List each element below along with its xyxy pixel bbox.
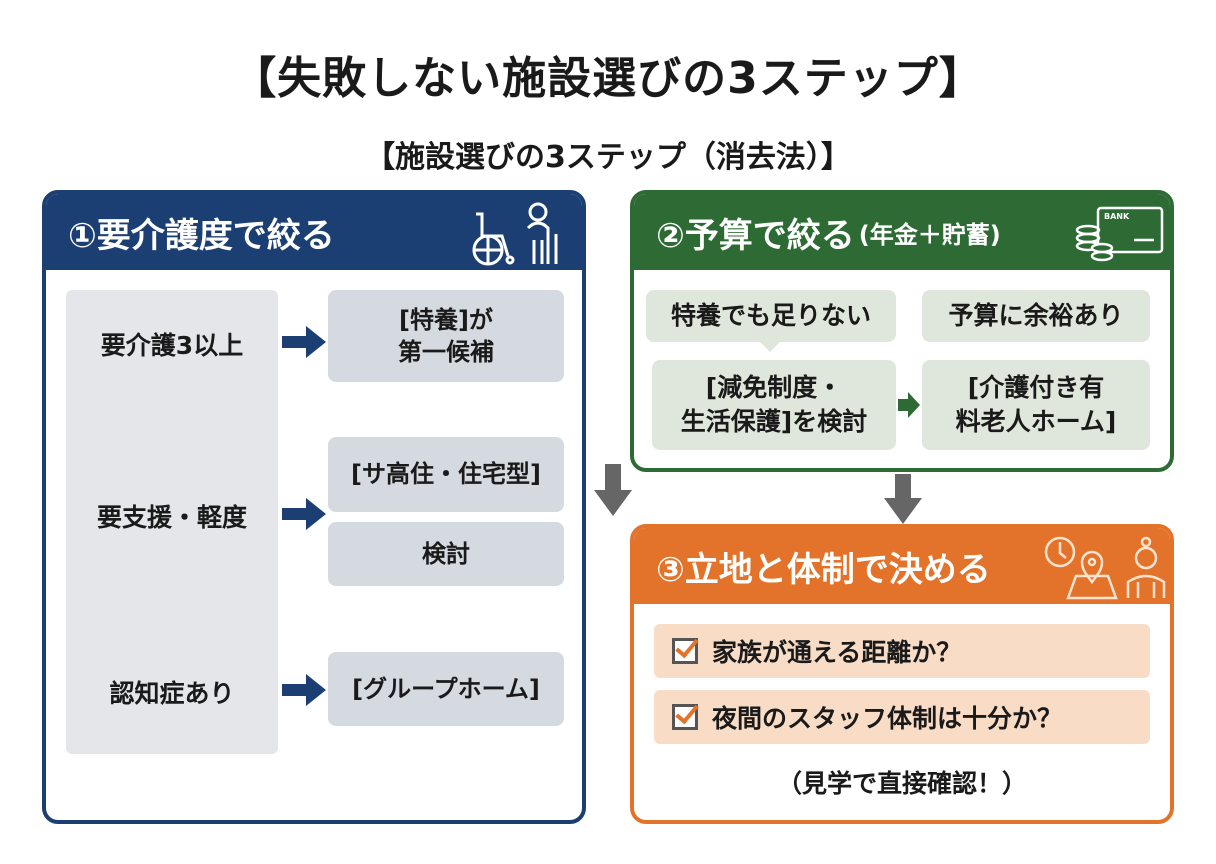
condition-dementia: 認知症あり: [109, 679, 235, 708]
option-reduction-welfare: [減免制度・ 生活保護]を検討: [652, 360, 896, 450]
page-title: 【失敗しない施設選びの3ステップ】: [232, 53, 984, 104]
checkbox-checked-icon: [672, 704, 698, 730]
has-margin-box: 予算に余裕あり: [922, 290, 1150, 342]
result-group-home: [グループホーム]: [328, 652, 564, 726]
checkbox-checked-icon: [672, 638, 698, 664]
step3-panel: ③立地と体制で決める 家族が通える距離か？ 夜間のスタッフ体制は十分か？ （見学…: [630, 524, 1174, 824]
conditions-column: [66, 290, 278, 754]
result-tokuyo: [特養]が 第一候補: [328, 290, 564, 382]
condition-support-mild: 要支援・軽度: [96, 503, 247, 532]
arrow-right-icon: [898, 392, 920, 418]
condition-care-level-3: 要介護3以上: [100, 331, 244, 360]
step2-heading: ②予算で絞る: [656, 215, 855, 256]
option-line: 生活保護]を検討: [680, 407, 868, 436]
visit-note: （見学で直接確認！）: [776, 769, 1027, 798]
result-sakoju: [サ高住・住宅型]: [328, 437, 564, 512]
check-item-distance: 家族が通える距離か？: [654, 624, 1150, 678]
step2-header: ②予算で絞る (年金＋貯蓄): [634, 194, 1170, 270]
clock-map-staff-icon: [1044, 536, 1166, 600]
arrow-right-icon: [282, 498, 326, 530]
option-line: 料老人ホーム]: [955, 407, 1117, 436]
step1-panel: ①要介護度で絞る 要介護3以上 要支援・軽度 認知症あり [特養]が 第一候補 …: [42, 190, 586, 824]
arrow-right-icon: [282, 674, 326, 706]
option-line: [介護付き有: [967, 373, 1105, 403]
bank-coins-icon: BANK: [1075, 206, 1164, 262]
step1-heading: ①要介護度で絞る: [68, 215, 335, 256]
page-subtitle: 【施設選びの3ステップ（消去法）】: [365, 140, 851, 175]
step2-panel: ②予算で絞る (年金＋貯蓄) BANK 特養でも足りない 予算に余裕あり [減免…: [630, 190, 1174, 472]
result-line: 第一候補: [398, 338, 494, 366]
check-label: 夜間のスタッフ体制は十分か？: [712, 704, 1063, 733]
arrow-down-icon: [884, 474, 922, 524]
callout-pointer: [760, 342, 780, 352]
arrow-down-icon: [594, 464, 632, 516]
step2-heading-note: (年金＋貯蓄): [858, 220, 1001, 249]
bank-icon-text: BANK: [1104, 212, 1130, 221]
wheelchair-elderly-icon: [472, 202, 558, 266]
step1-header: ①要介護度で絞る: [46, 194, 582, 270]
step3-heading: ③立地と体制で決める: [656, 549, 991, 590]
option-line: [減免制度・: [705, 373, 843, 403]
step3-header: ③立地と体制で決める: [634, 528, 1170, 604]
arrow-right-icon: [282, 326, 326, 358]
result-consider: 検討: [328, 522, 564, 586]
result-line: [特養]が: [399, 305, 493, 334]
not-enough-box: 特養でも足りない: [646, 290, 896, 342]
option-nursing-home: [介護付き有 料老人ホーム]: [922, 360, 1150, 450]
check-item-night-staff: 夜間のスタッフ体制は十分か？: [654, 690, 1150, 744]
check-label: 家族が通える距離か？: [712, 638, 962, 667]
